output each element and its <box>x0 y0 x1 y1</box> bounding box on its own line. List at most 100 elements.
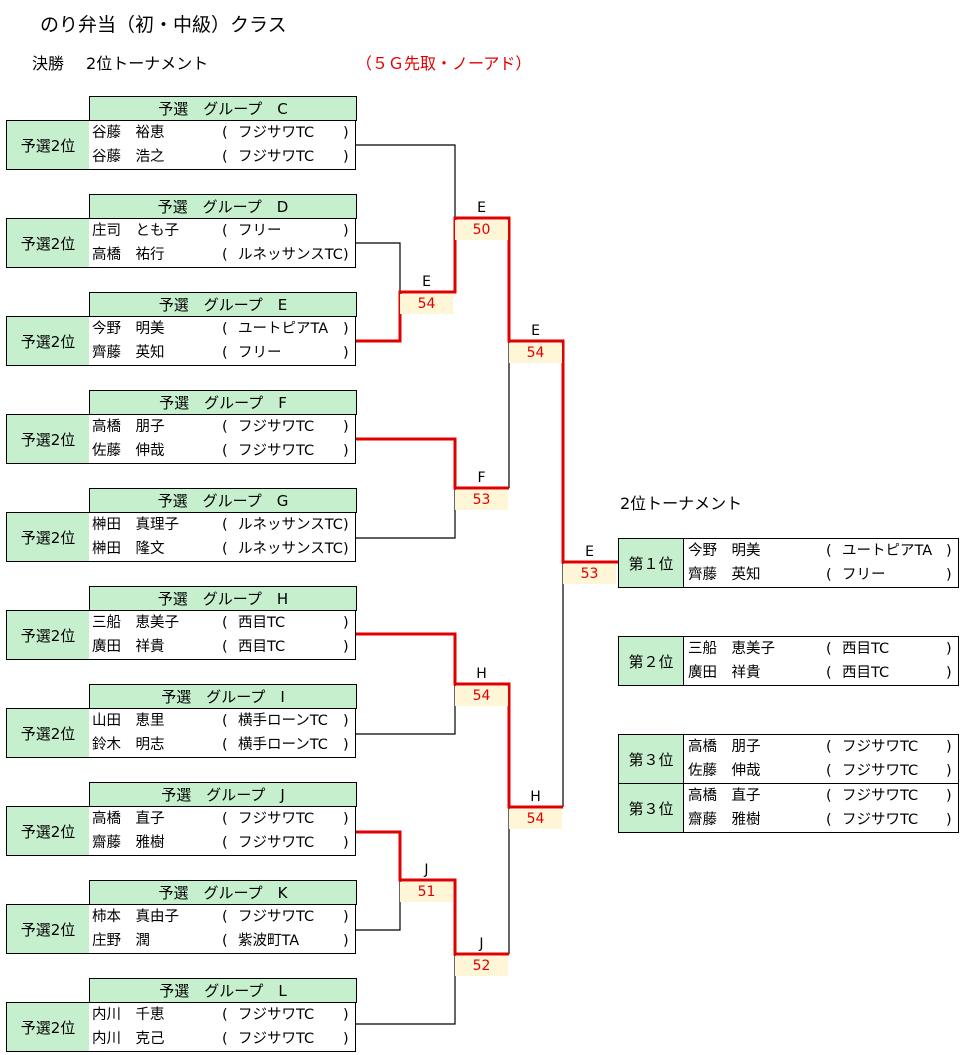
player-pair: 庄司 とも子(フリー) 高橋 祐行(ルネッサンスTC) <box>89 218 356 268</box>
player-club: フリー <box>238 345 282 361</box>
match-score: 54 <box>509 809 562 829</box>
group-box-l: 予選2位 予選 グループ L 内川 千恵(フジサワTC) 内川 克己(フジサワT… <box>6 978 357 1052</box>
player-pair: 谷藤 裕恵(フジサワTC) 谷藤 浩之(フジサワTC) <box>89 120 356 170</box>
rank-label: 予選2位 <box>6 904 90 954</box>
player-club: 西目TC <box>842 641 890 657</box>
group-box-h: 予選2位 予選 グループ H 三船 恵美子(西目TC) 廣田 祥貴(西目TC) <box>6 586 357 660</box>
player-row: 齊藤 英知(フリー) <box>684 563 958 587</box>
winner-line <box>356 216 618 564</box>
player-row: 柿本 真由子(フジサワTC) <box>89 905 355 929</box>
player-name: 柿本 真由子 <box>92 909 179 925</box>
group-box-i: 予選2位 予選 グループ I 山田 恵里(横手ローンTC) 鈴木 明志(横手ロー… <box>6 684 357 758</box>
player-club: 紫波町TA <box>238 933 300 949</box>
player-row: 齊藤 英知(フリー) <box>89 341 355 365</box>
player-row: 今野 明美(ユートピアTA) <box>684 539 958 563</box>
match-score: 50 <box>455 220 508 240</box>
player-row: 佐藤 伸哉(フジサワTC) <box>684 759 958 783</box>
group-header: 予選 グループ G <box>89 488 357 513</box>
player-name: 齋藤 雅樹 <box>92 835 165 851</box>
winner-line <box>356 437 509 490</box>
group-box-k: 予選2位 予選 グループ K 柿本 真由子(フジサワTC) 庄野 潤(紫波町TA… <box>6 880 357 954</box>
player-club: 西目TC <box>238 639 286 655</box>
result-box-2nd: 第２位 三船 恵美子(西目TC) 廣田 祥貴(西目TC) <box>618 636 959 686</box>
player-name: 齊藤 英知 <box>92 345 165 361</box>
player-club: フジサワTC <box>238 125 315 141</box>
group-header: 予選 グループ K <box>89 880 357 905</box>
player-name: 佐藤 伸哉 <box>92 443 165 459</box>
player-row: 高橋 祐行(ルネッサンスTC) <box>89 243 355 267</box>
player-name: 廣田 祥貴 <box>92 639 165 655</box>
player-pair: 内川 千恵(フジサワTC) 内川 克己(フジサワTC) <box>89 1002 356 1052</box>
match-winner-label: E <box>477 200 486 216</box>
player-row: 今野 明美(ユートピアTA) <box>89 317 355 341</box>
player-row: 内川 千恵(フジサワTC) <box>89 1003 355 1027</box>
player-row: 榊田 隆文(ルネッサンスTC) <box>89 537 355 561</box>
player-club: 横手ローンTC <box>238 737 328 753</box>
bracket-line <box>356 954 456 1025</box>
player-name: 廣田 祥貴 <box>688 665 761 681</box>
group-box-j: 予選2位 予選 グループ J 高橋 直子(フジサワTC) 齋藤 雅樹(フジサワT… <box>6 782 357 856</box>
player-name: 佐藤 伸哉 <box>688 763 761 779</box>
result-box-1st: 第１位 今野 明美(ユートピアTA) 齊藤 英知(フリー) <box>618 538 959 588</box>
player-club: フリー <box>842 567 886 583</box>
match-winner-label: J <box>479 936 484 952</box>
player-club: フジサワTC <box>238 835 315 851</box>
match-winner-label: E <box>531 323 540 339</box>
rank-label: 予選2位 <box>6 316 90 366</box>
bracket-line <box>356 880 401 931</box>
player-name: 齊藤 英知 <box>688 567 761 583</box>
results-title: 2位トーナメント <box>620 494 743 513</box>
rank-label: 予選2位 <box>6 512 90 562</box>
player-pair: 三船 恵美子(西目TC) 廣田 祥貴(西目TC) <box>89 610 356 660</box>
player-name: 内川 千恵 <box>92 1007 165 1023</box>
player-name: 谷藤 浩之 <box>92 149 165 165</box>
player-row: 高橋 朋子(フジサワTC) <box>89 415 355 439</box>
player-club: ルネッサンスTC <box>238 247 343 263</box>
match-winner-label: E <box>585 544 594 560</box>
result-row: 第１位 今野 明美(ユートピアTA) 齊藤 英知(フリー) <box>619 539 958 587</box>
player-name: 庄野 潤 <box>92 933 150 949</box>
group-header: 予選 グループ C <box>89 96 357 121</box>
match-winner-label: J <box>424 862 429 878</box>
result-rank: 第３位 <box>619 784 684 832</box>
match-winner-label: E <box>422 274 431 290</box>
player-club: ユートピアTA <box>842 543 933 559</box>
group-header: 予選 グループ E <box>89 292 357 317</box>
rank-label: 予選2位 <box>6 708 90 758</box>
subtitle-right: 2位トーナメント <box>86 54 209 73</box>
bracket-line <box>356 684 456 735</box>
player-name: 内川 克己 <box>92 1031 165 1047</box>
group-header: 予選 グループ J <box>89 782 357 807</box>
player-row: 三船 恵美子(西目TC) <box>89 611 355 635</box>
player-pair: 柿本 真由子(フジサワTC) 庄野 潤(紫波町TA) <box>89 904 356 954</box>
player-club: フジサワTC <box>842 763 919 779</box>
result-row: 第３位 高橋 朋子(フジサワTC) 佐藤 伸哉(フジサワTC) <box>619 735 958 784</box>
player-name: 榊田 隆文 <box>92 541 165 557</box>
player-row: 内川 克己(フジサワTC) <box>89 1027 355 1051</box>
match-score: 53 <box>455 490 508 510</box>
player-name: 高橋 祐行 <box>92 247 165 263</box>
bracket-line <box>356 242 401 292</box>
player-row: 谷藤 浩之(フジサワTC) <box>89 145 355 169</box>
player-row: 榊田 真理子(ルネッサンスTC) <box>89 513 355 537</box>
group-header: 予選 グループ I <box>89 684 357 709</box>
group-header: 予選 グループ F <box>89 390 357 415</box>
group-box-e: 予選2位 予選 グループ E 今野 明美(ユートピアTA) 齊藤 英知(フリー) <box>6 292 357 366</box>
player-name: 庄司 とも子 <box>92 223 179 239</box>
player-row: 鈴木 明志(横手ローンTC) <box>89 733 355 757</box>
player-club: フリー <box>238 223 282 239</box>
player-pair: 山田 恵里(横手ローンTC) 鈴木 明志(横手ローンTC) <box>89 708 356 758</box>
match-winner-label: H <box>530 789 541 805</box>
group-box-g: 予選2位 予選 グループ G 榊田 真理子(ルネッサンスTC) 榊田 隆文(ルネ… <box>6 488 357 562</box>
group-box-d: 予選2位 予選 グループ D 庄司 とも子(フリー) 高橋 祐行(ルネッサンスT… <box>6 194 357 268</box>
player-row: 庄野 潤(紫波町TA) <box>89 929 355 953</box>
player-club: 西目TC <box>238 615 286 631</box>
rank-label: 予選2位 <box>6 218 90 268</box>
match-score: 53 <box>563 564 616 584</box>
player-row: 廣田 祥貴(西目TC) <box>89 635 355 659</box>
player-name: 谷藤 裕恵 <box>92 125 165 141</box>
result-rank: 第２位 <box>619 637 684 685</box>
match-winner-label: F <box>477 470 486 486</box>
winner-line <box>356 830 509 956</box>
